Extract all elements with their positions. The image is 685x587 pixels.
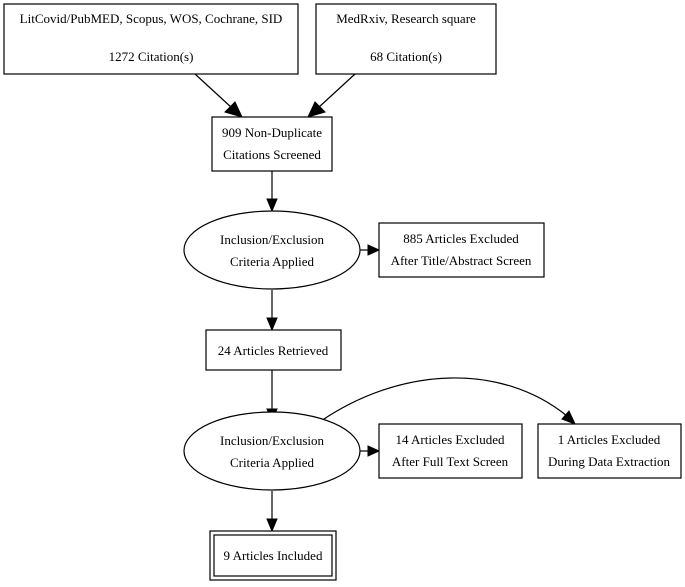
criteria-1-line2: Criteria Applied — [230, 254, 315, 269]
node-non-duplicate: 909 Non-Duplicate Citations Screened — [211, 116, 333, 172]
criteria-1-line1: Inclusion/Exclusion — [220, 232, 324, 247]
arrowhead-excluded-fulltext — [367, 445, 381, 457]
source-databases-line2: 1272 Citation(s) — [109, 49, 194, 64]
arrowhead-criteria1 — [266, 198, 278, 213]
node-excluded-full-text: 14 Articles Excluded After Full Text Scr… — [378, 423, 523, 479]
retrieved-line1: 24 Articles Retrieved — [218, 343, 329, 358]
arrowhead-excluded-title — [367, 244, 381, 256]
edges — [194, 73, 576, 533]
edge-databases-to-nonduplicate — [194, 73, 233, 109]
excluded-title-abstract-line1: 885 Articles Excluded — [403, 231, 519, 246]
arrowhead-databases — [224, 101, 243, 118]
node-source-databases: LitCovid/PubMED, Scopus, WOS, Cochrane, … — [3, 3, 299, 75]
arrowhead-retrieved — [266, 317, 278, 332]
excluded-title-abstract-line2: After Title/Abstract Screen — [391, 253, 532, 268]
node-criteria-2: Inclusion/Exclusion Criteria Applied — [183, 411, 361, 491]
edge-criteria2-to-excluded-extraction — [320, 377, 568, 422]
node-included: 9 Articles Included — [209, 530, 337, 581]
source-databases-line1: LitCovid/PubMED, Scopus, WOS, Cochrane, … — [20, 11, 283, 26]
node-source-preprints: MedRxiv, Research square 68 Citation(s) — [315, 3, 497, 75]
excluded-full-text-line1: 14 Articles Excluded — [395, 432, 505, 447]
node-retrieved: 24 Articles Retrieved — [205, 329, 342, 371]
node-excluded-title-abstract: 885 Articles Excluded After Title/Abstra… — [378, 222, 545, 278]
excluded-full-text-line2: After Full Text Screen — [392, 454, 509, 469]
arrowhead-preprints — [307, 101, 326, 118]
criteria-2-line1: Inclusion/Exclusion — [220, 433, 324, 448]
edge-preprints-to-nonduplicate — [317, 73, 356, 109]
included-line1: 9 Articles Included — [224, 548, 323, 563]
criteria-2-line2: Criteria Applied — [230, 455, 315, 470]
non-duplicate-line1: 909 Non-Duplicate — [222, 125, 322, 140]
arrowhead-included — [266, 518, 278, 533]
excluded-data-extraction-line1: 1 Articles Excluded — [558, 432, 661, 447]
node-criteria-1: Inclusion/Exclusion Criteria Applied — [183, 210, 361, 290]
source-preprints-line2: 68 Citation(s) — [370, 49, 442, 64]
node-excluded-data-extraction: 1 Articles Excluded During Data Extracti… — [537, 423, 682, 479]
non-duplicate-line2: Citations Screened — [223, 147, 321, 162]
excluded-data-extraction-line2: During Data Extraction — [548, 454, 671, 469]
arrowhead-excluded-extraction — [561, 410, 576, 425]
source-preprints-line1: MedRxiv, Research square — [336, 11, 476, 26]
